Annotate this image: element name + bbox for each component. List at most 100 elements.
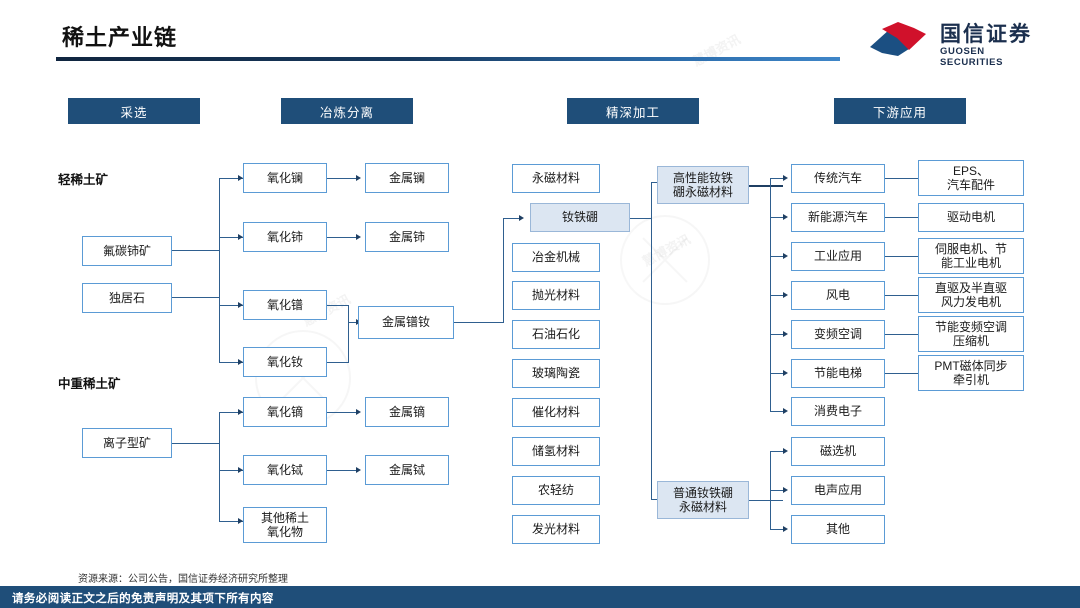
node-enduse-servo-motor[interactable]: 伺服电机、节 能工业电机 xyxy=(918,238,1024,274)
node-enduse-drive-motor[interactable]: 驱动电机 xyxy=(918,203,1024,232)
node-oxide-lanthanum[interactable]: 氧化镧 xyxy=(243,163,327,193)
node-magnet-common[interactable]: 普通钕铁硼 永磁材料 xyxy=(657,481,749,519)
connector xyxy=(770,451,786,453)
connector xyxy=(630,218,652,220)
connector xyxy=(327,178,359,180)
group-label-light-rare-earth: 轻稀土矿 xyxy=(58,173,109,187)
arrow-head xyxy=(356,466,361,473)
connector xyxy=(327,237,359,239)
connector xyxy=(885,256,918,258)
connector xyxy=(885,334,918,336)
node-ore-ionic[interactable]: 离子型矿 xyxy=(82,428,172,458)
arrow-head xyxy=(783,213,788,220)
node-material-ndfeb[interactable]: 钕铁硼 xyxy=(530,203,630,232)
arrow-head xyxy=(238,358,243,365)
node-material-hydrogen-storage[interactable]: 储氢材料 xyxy=(512,437,600,466)
node-app-industrial[interactable]: 工业应用 xyxy=(791,242,885,271)
connector xyxy=(885,373,918,375)
phase-bar-smelting[interactable]: 冶炼分离 xyxy=(281,98,413,124)
connector xyxy=(327,362,349,364)
connector xyxy=(770,490,786,492)
node-enduse-pmt-traction[interactable]: PMT磁体同步 牵引机 xyxy=(918,355,1024,391)
arrow-head xyxy=(783,447,788,454)
footer-disclaimer: 请务必阅读正文之后的免责声明及其项下所有内容 xyxy=(12,593,274,605)
guosen-mountain-mark-icon xyxy=(870,22,926,56)
node-oxide-cerium[interactable]: 氧化铈 xyxy=(243,222,327,252)
arrow-head xyxy=(238,301,243,308)
node-oxide-neodymium[interactable]: 氧化钕 xyxy=(243,347,327,377)
node-material-glass-ceramic[interactable]: 玻璃陶瓷 xyxy=(512,359,600,388)
connector xyxy=(885,178,918,180)
node-material-polishing[interactable]: 抛光材料 xyxy=(512,281,600,310)
arrow-head xyxy=(356,233,361,240)
node-app-nev[interactable]: 新能源汽车 xyxy=(791,203,885,232)
connector xyxy=(348,322,359,324)
connector xyxy=(885,295,918,297)
page-title: 稀土产业链 xyxy=(62,25,178,50)
node-oxide-terbium[interactable]: 氧化铽 xyxy=(243,455,327,485)
connector xyxy=(327,470,359,472)
node-material-luminescent[interactable]: 发光材料 xyxy=(512,515,600,544)
connector xyxy=(749,500,783,502)
connector xyxy=(219,178,243,180)
phase-bar-downstream[interactable]: 下游应用 xyxy=(834,98,966,124)
node-oxide-praseodymium[interactable]: 氧化镨 xyxy=(243,290,327,320)
node-app-energy-saving-elevator[interactable]: 节能电梯 xyxy=(791,359,885,388)
node-app-inverter-ac[interactable]: 变频空调 xyxy=(791,320,885,349)
connector xyxy=(172,443,220,445)
node-metal-prnd[interactable]: 金属镨钕 xyxy=(358,306,454,339)
connector xyxy=(885,217,918,219)
node-metal-lanthanum[interactable]: 金属镧 xyxy=(365,163,449,193)
connector xyxy=(219,362,243,364)
node-ore-bastnaesite[interactable]: 氟碳铈矿 xyxy=(82,236,172,266)
source-note: 资源来源：公司公告，国信证券经济研究所整理 xyxy=(78,574,288,585)
connector xyxy=(327,412,359,414)
arrow-head xyxy=(783,407,788,414)
node-app-consumer-electronics[interactable]: 消费电子 xyxy=(791,397,885,426)
node-magnet-high-performance[interactable]: 高性能钕铁 硼永磁材料 xyxy=(657,166,749,204)
connector xyxy=(454,322,504,324)
node-enduse-eps-auto-parts[interactable]: EPS、 汽车配件 xyxy=(918,160,1024,196)
connector xyxy=(770,178,772,411)
connector xyxy=(770,411,786,413)
node-metal-dysprosium[interactable]: 金属镝 xyxy=(365,397,449,427)
watermark-text: 慧博资讯 xyxy=(639,231,693,270)
arrow-head xyxy=(356,408,361,415)
node-material-petrochemical[interactable]: 石油石化 xyxy=(512,320,600,349)
arrow-head xyxy=(356,174,361,181)
node-material-catalytic[interactable]: 催化材料 xyxy=(512,398,600,427)
node-material-permanent-magnet[interactable]: 永磁材料 xyxy=(512,164,600,193)
connector xyxy=(348,305,350,363)
group-label-medium-heavy-rare-earth: 中重稀土矿 xyxy=(58,377,121,391)
node-enduse-ac-compressor[interactable]: 节能变频空调 压缩机 xyxy=(918,316,1024,352)
arrow-head xyxy=(238,233,243,240)
arrow-head xyxy=(783,252,788,259)
node-enduse-wind-generator[interactable]: 直驱及半直驱 风力发电机 xyxy=(918,277,1024,313)
node-material-metallurgy[interactable]: 冶金机械 xyxy=(512,243,600,272)
phase-bar-processing[interactable]: 精深加工 xyxy=(567,98,699,124)
phase-bar-mining[interactable]: 采选 xyxy=(68,98,200,124)
node-app-traditional-vehicle[interactable]: 传统汽车 xyxy=(791,164,885,193)
connector xyxy=(219,412,243,414)
connector xyxy=(219,521,243,523)
node-material-agri-textile[interactable]: 农轻纺 xyxy=(512,476,600,505)
node-oxide-dysprosium[interactable]: 氧化镝 xyxy=(243,397,327,427)
connector xyxy=(770,295,786,297)
node-app-other[interactable]: 其他 xyxy=(791,515,885,544)
node-app-magnetic-separator[interactable]: 磁选机 xyxy=(791,437,885,466)
connector xyxy=(219,305,243,307)
node-app-wind-power[interactable]: 风电 xyxy=(791,281,885,310)
arrow-head xyxy=(783,525,788,532)
footer-bar: 请务必阅读正文之后的免责声明及其项下所有内容 xyxy=(0,586,1080,608)
logo-text-en: GUOSEN SECURITIES xyxy=(940,46,1004,68)
node-oxide-other[interactable]: 其他稀土 氧化物 xyxy=(243,507,327,543)
node-metal-terbium[interactable]: 金属铽 xyxy=(365,455,449,485)
arrow-head xyxy=(783,330,788,337)
arrow-head xyxy=(783,291,788,298)
node-ore-monazite[interactable]: 独居石 xyxy=(82,283,172,313)
node-app-electroacoustic[interactable]: 电声应用 xyxy=(791,476,885,505)
node-metal-cerium[interactable]: 金属铈 xyxy=(365,222,449,252)
title-underline xyxy=(56,57,840,61)
connector xyxy=(219,470,243,472)
